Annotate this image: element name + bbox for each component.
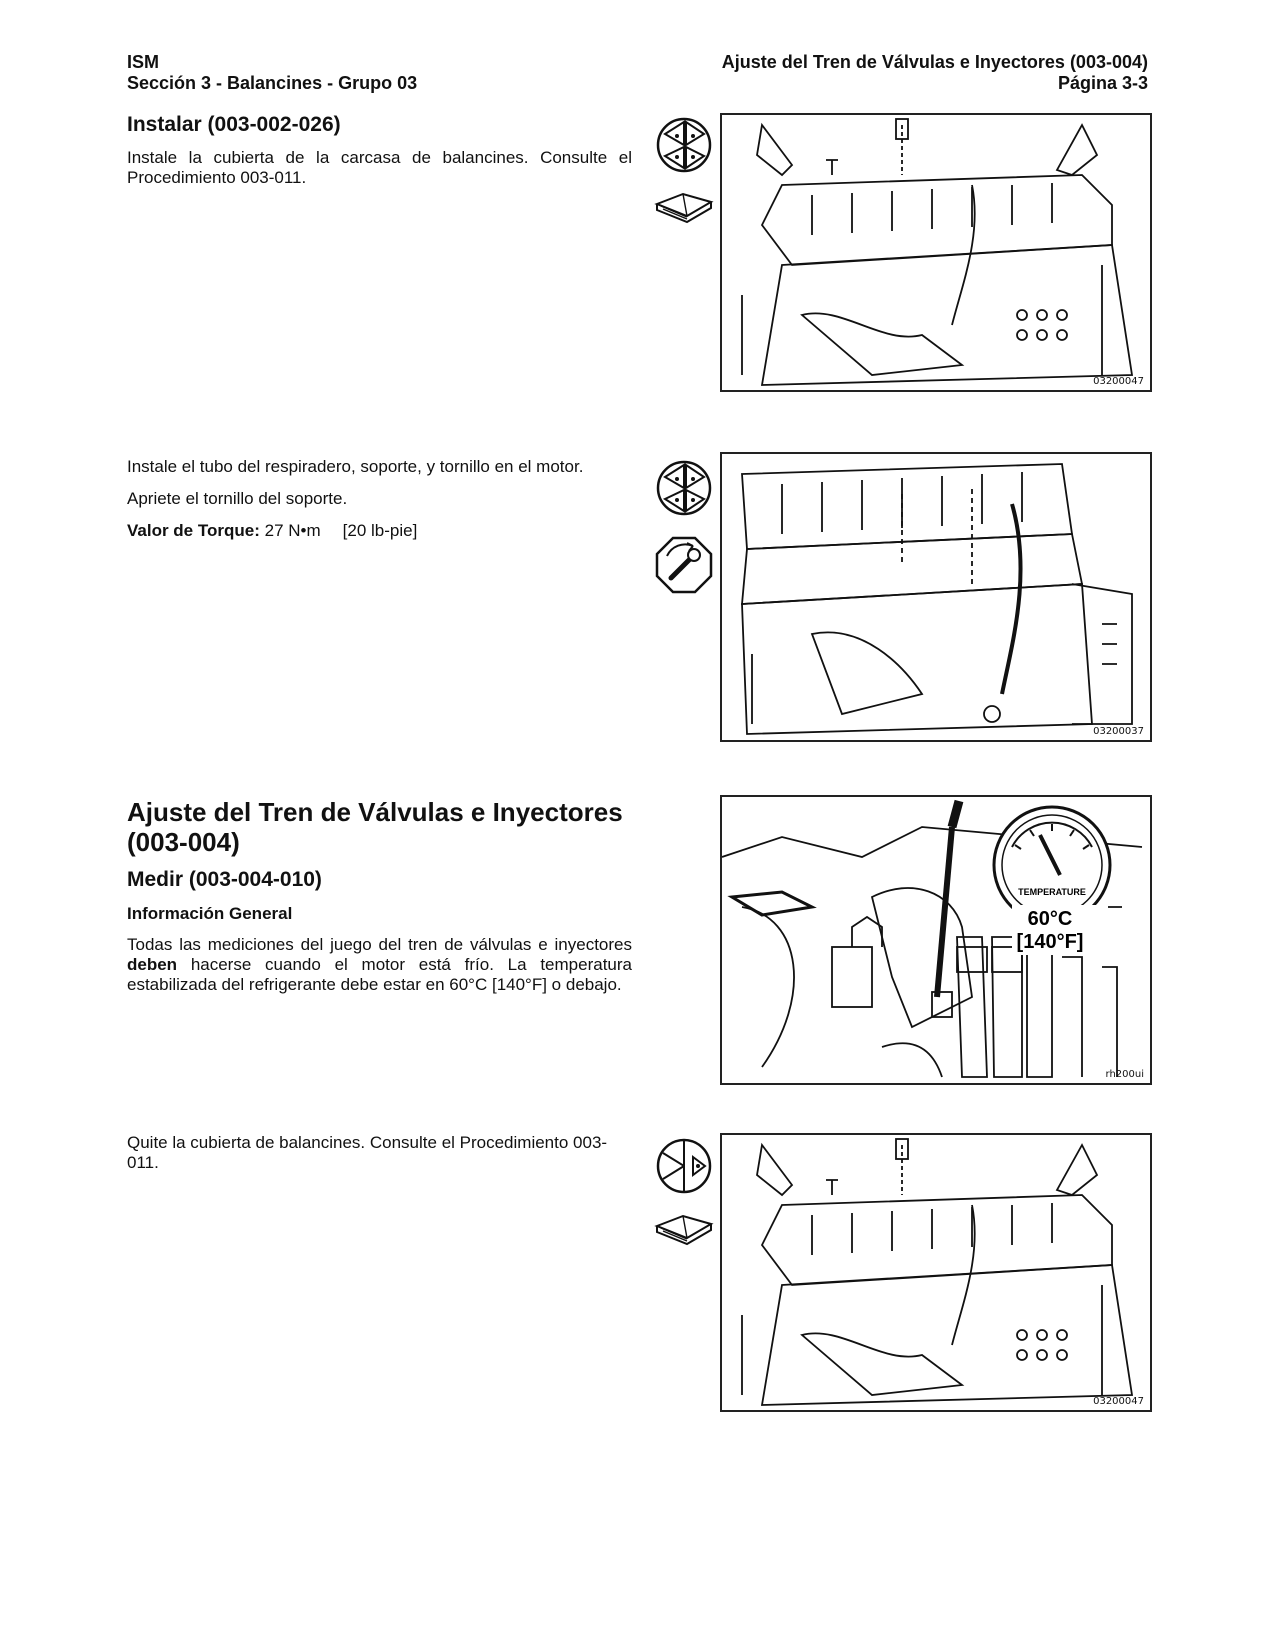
breather-section: Instale el tubo del respiradero, soporte…: [127, 457, 632, 553]
paragraph-emphasis: deben: [127, 955, 178, 974]
gauge-fahrenheit: [140°F]: [1017, 931, 1084, 953]
valve-adjust-title: Ajuste del Tren de Válvulas e Inyectores…: [127, 797, 623, 857]
remove-cover-paragraph: Quite la cubierta de balancines. Consult…: [127, 1133, 608, 1172]
manual-reference-icon: [653, 186, 715, 226]
install-section: Instalar (003-002-026) Instale la cubier…: [127, 112, 632, 200]
assemble-icon: [653, 114, 715, 176]
install-cover-figure: 03200047: [720, 113, 1152, 392]
torque-imperial: [20 lb-pie]: [342, 521, 418, 540]
figure-code: 03200047: [1093, 1396, 1144, 1407]
temperature-measure-figure: TEMPERATURE 60°C [140°F] rh200ui: [720, 795, 1152, 1085]
paragraph-text: Todas las mediciones del juego del tren …: [127, 935, 632, 954]
gauge-label: TEMPERATURE: [1018, 887, 1086, 897]
measure-subtitle: Medir (003-004-010): [127, 868, 322, 891]
manual-reference-icon: [653, 1208, 715, 1248]
figure-code: 03200037: [1093, 726, 1144, 737]
manual-name: ISM: [127, 52, 160, 72]
figure-code: rh200ui: [1105, 1069, 1144, 1080]
page-number: Página 3-3: [1057, 73, 1148, 93]
breather-tube-figure: 03200037: [720, 452, 1152, 742]
torque-wrench-icon: [653, 534, 715, 596]
figure-code: 03200047: [1093, 376, 1144, 387]
paragraph-text: hacerse cuando el motor está frío. La te…: [127, 955, 632, 994]
breather-paragraph-2: Apriete el tornillo del soporte.: [127, 489, 348, 508]
breather-paragraph-1: Instale el tubo del respiradero, soporte…: [127, 457, 584, 476]
general-info-heading: Información General: [127, 904, 293, 923]
install-paragraph: Instale la cubierta de la carcasa de bal…: [127, 148, 632, 187]
engine-cover-illustration: [741, 118, 1134, 386]
page-header-right: Ajuste del Tren de Válvulas e Inyectores…: [722, 52, 1148, 94]
section-name: Sección 3 - Balancines - Grupo 03: [127, 73, 418, 93]
gauge-illustration: TEMPERATURE 60°C [140°F]: [722, 799, 1143, 1078]
disassemble-icon: [653, 1135, 715, 1197]
remove-cover-figure: 03200047: [720, 1133, 1152, 1412]
torque-label: Valor de Torque:: [127, 521, 260, 540]
general-info-paragraph: Todas las mediciones del juego del tren …: [127, 935, 632, 995]
page-header-left: ISM Sección 3 - Balancines - Grupo 03: [127, 52, 417, 94]
gauge-celsius: 60°C: [1028, 908, 1073, 930]
torque-value: Valor de Torque: 27 N•m [20 lb-pie]: [127, 521, 632, 541]
install-title: Instalar (003-002-026): [127, 113, 341, 136]
remove-cover-section: Quite la cubierta de balancines. Consult…: [127, 1133, 632, 1185]
breather-tube-illustration: [741, 463, 1133, 735]
procedure-name: Ajuste del Tren de Válvulas e Inyectores…: [721, 52, 1148, 72]
assemble-icon: [653, 457, 715, 519]
engine-cover-illustration: [741, 1138, 1134, 1406]
valve-adjust-section: Ajuste del Tren de Válvulas e Inyectores…: [127, 797, 632, 1007]
torque-metric: 27 N•m: [264, 521, 321, 540]
